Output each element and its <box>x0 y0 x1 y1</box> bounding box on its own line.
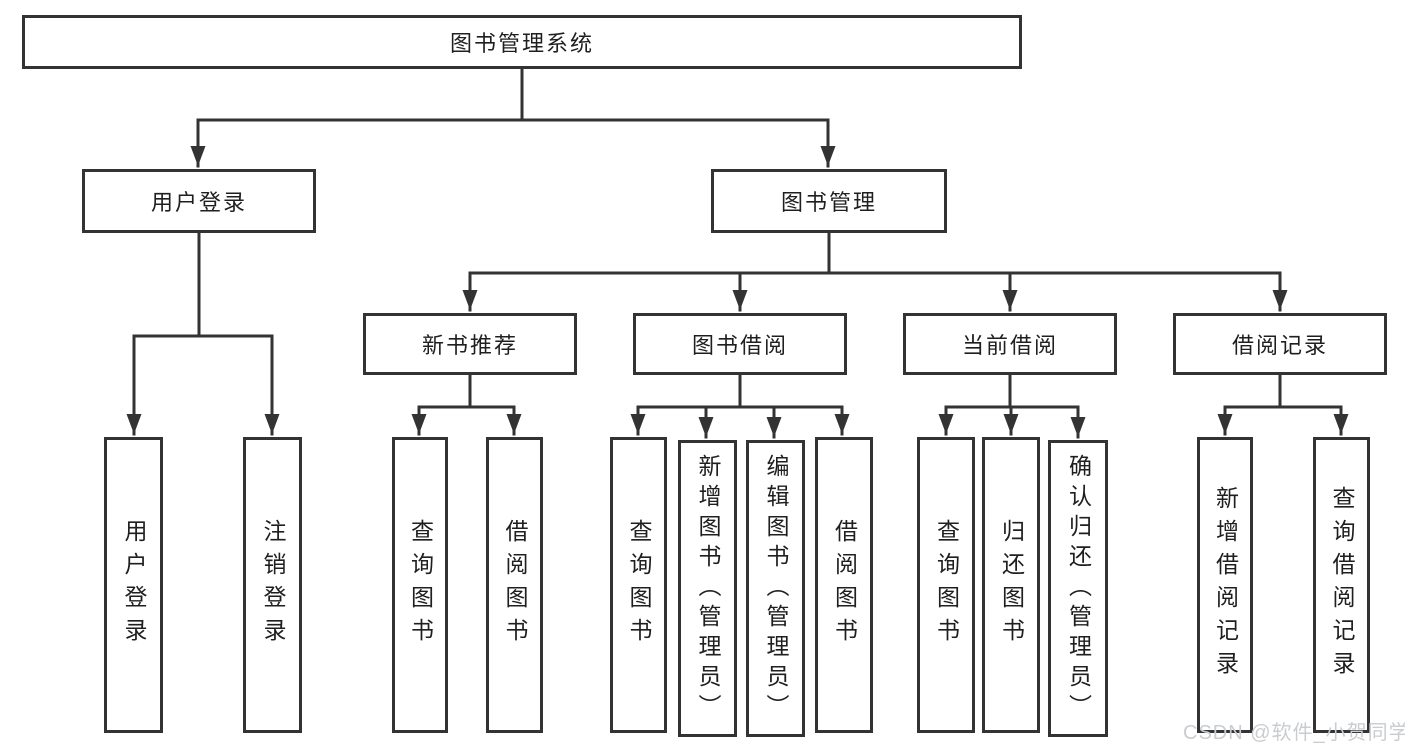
node-user-login: 用户登录 <box>82 169 316 233</box>
node-label: 当前借阅 <box>961 333 1058 358</box>
csdn-watermark: CSDN @软件_小贺同学 <box>1183 722 1405 744</box>
leaf-label: 新增图书（管理员） <box>695 453 721 724</box>
leaf-label: 查询借阅记录 <box>1329 486 1355 684</box>
node-current-borrow: 当前借阅 <box>903 313 1117 375</box>
leaf-label: 注销登录 <box>260 519 286 651</box>
node-book-borrow: 图书借阅 <box>633 313 847 375</box>
leaf-query-books-borrow: 查询图书 <box>610 437 667 733</box>
leaf-label: 编辑图书（管理员） <box>763 453 789 724</box>
leaf-label: 查询图书 <box>933 519 960 651</box>
leaf-edit-books-admin: 编辑图书（管理员） <box>746 440 805 737</box>
leaf-add-borrow-record: 新增借阅记录 <box>1197 437 1253 733</box>
leaf-label: 用户登录 <box>121 519 147 651</box>
node-label: 图书管理 <box>780 190 877 215</box>
leaf-query-books-recommend: 查询图书 <box>392 437 448 733</box>
node-label: 用户登录 <box>150 190 247 215</box>
node-label: 图书借阅 <box>691 333 788 358</box>
leaf-label: 新增借阅记录 <box>1212 486 1239 684</box>
leaf-user-login: 用户登录 <box>104 437 163 733</box>
node-label: 借阅记录 <box>1231 333 1328 358</box>
leaf-confirm-return-admin: 确认归还（管理员） <box>1048 440 1108 737</box>
leaf-label: 借阅图书 <box>502 519 528 651</box>
node-book-management: 图书管理 <box>711 169 947 233</box>
leaf-logout: 注销登录 <box>243 437 302 733</box>
leaf-borrow-books-recommend: 借阅图书 <box>486 437 543 733</box>
node-new-book-recommend: 新书推荐 <box>363 313 577 375</box>
node-label: 图书管理系统 <box>449 31 594 56</box>
node-borrow-record: 借阅记录 <box>1173 313 1387 375</box>
leaf-label: 确认归还（管理员） <box>1065 453 1092 724</box>
leaf-label: 查询图书 <box>626 519 652 651</box>
node-label: 新书推荐 <box>421 333 518 358</box>
leaf-label: 借阅图书 <box>831 519 858 651</box>
leaf-query-borrow-record: 查询借阅记录 <box>1313 437 1370 733</box>
leaf-borrow-books: 借阅图书 <box>815 437 873 733</box>
leaf-add-books-admin: 新增图书（管理员） <box>678 440 737 737</box>
leaf-query-books-current: 查询图书 <box>917 437 975 733</box>
node-root-system: 图书管理系统 <box>22 15 1022 69</box>
leaf-return-books: 归还图书 <box>982 437 1040 733</box>
leaf-label: 查询图书 <box>407 519 434 651</box>
leaf-label: 归还图书 <box>998 519 1025 651</box>
